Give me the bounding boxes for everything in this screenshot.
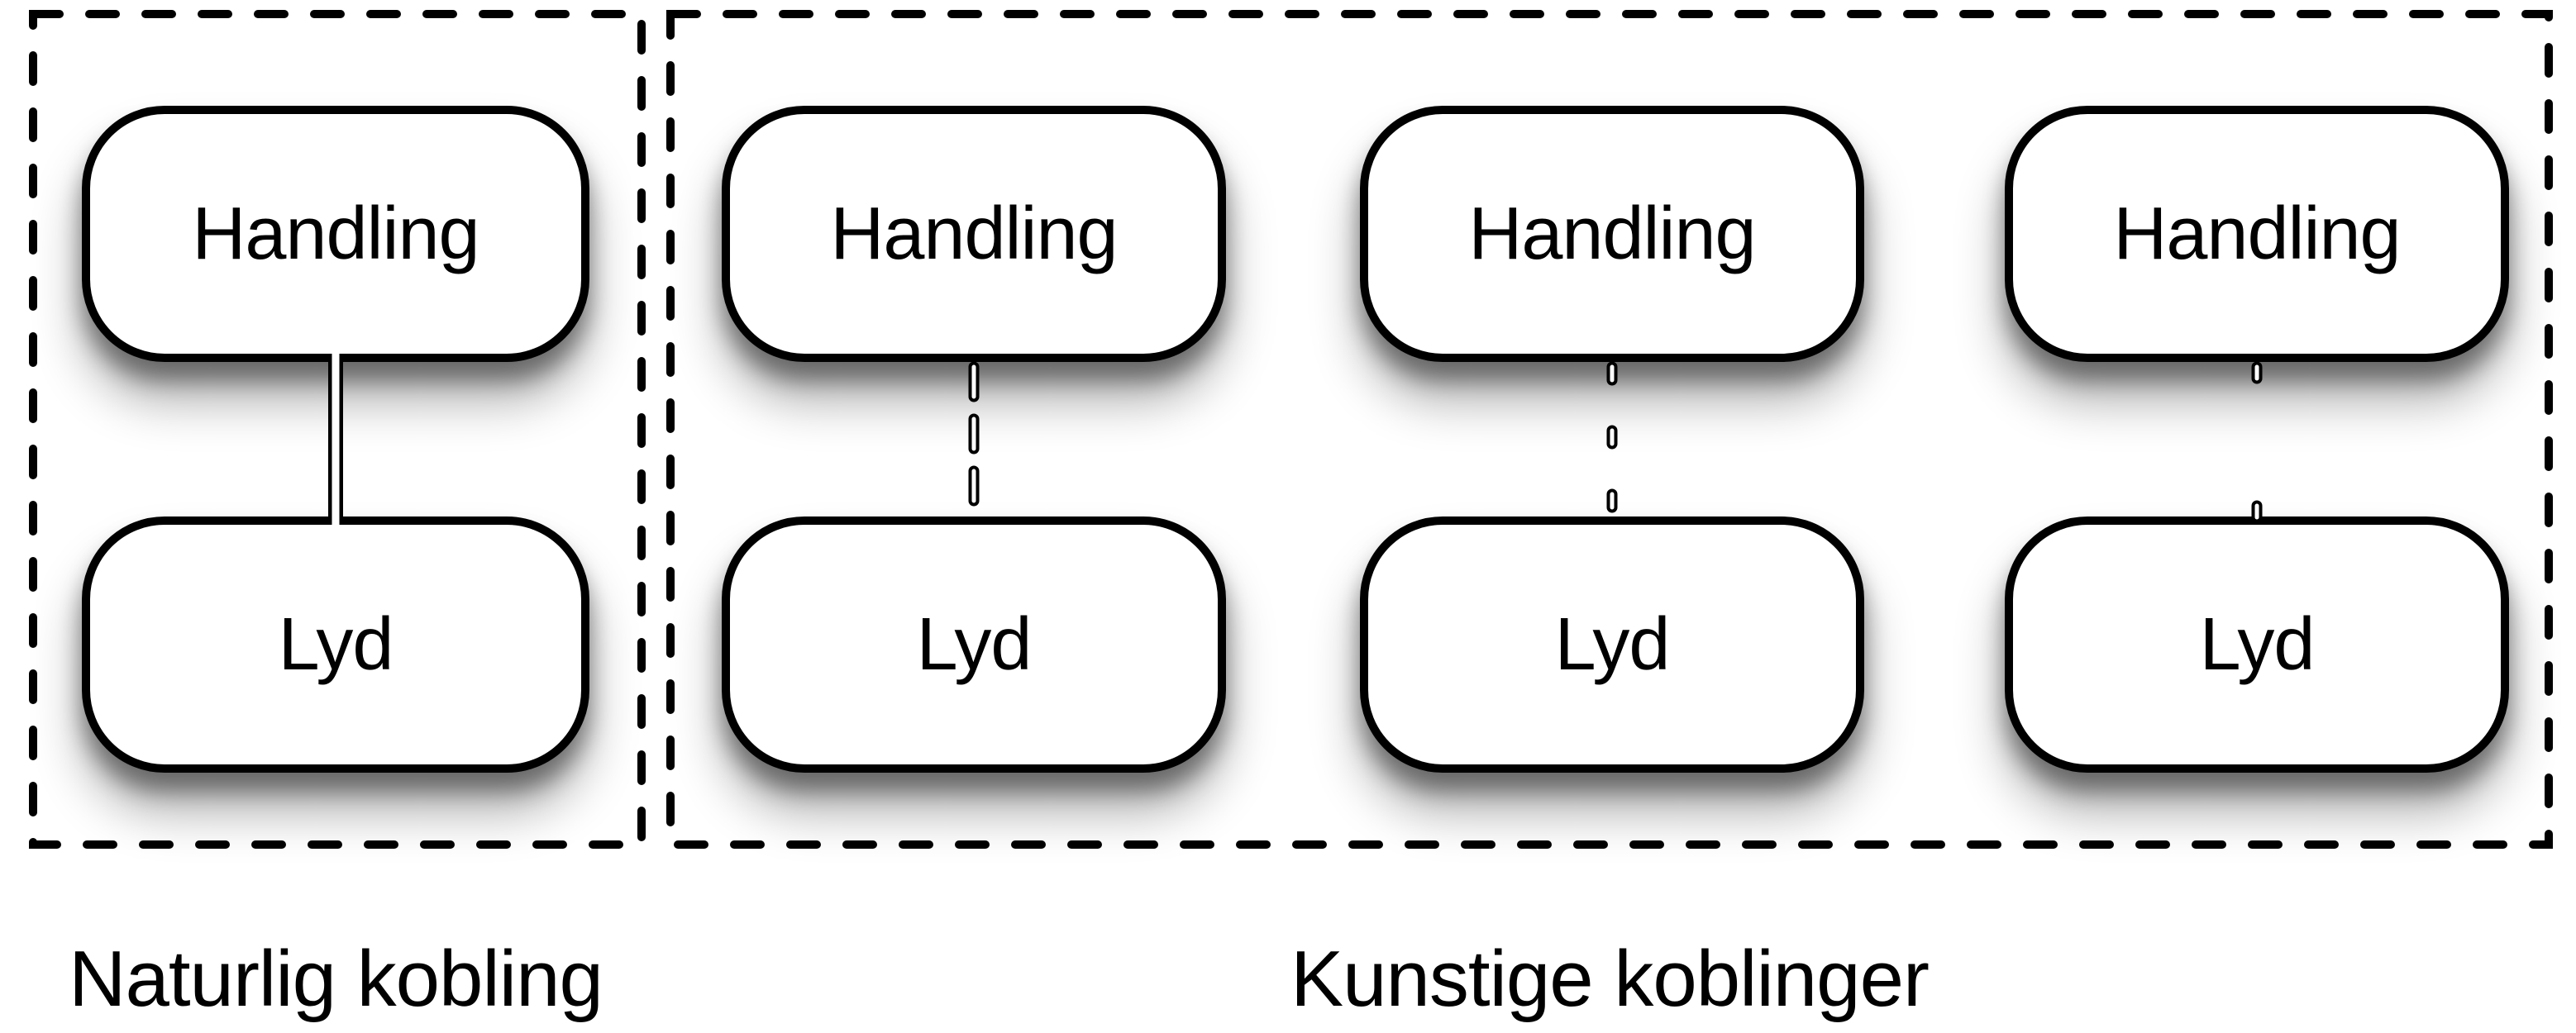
node-label: Lyd (278, 603, 394, 686)
section-label-natural: Naturlig kobling (69, 934, 603, 1023)
node-handling-natural: Handling (82, 106, 589, 362)
node-label: Lyd (1554, 603, 1671, 686)
node-handling-artificial-1: Handling (722, 106, 1226, 362)
node-handling-artificial-3: Handling (2005, 106, 2509, 362)
node-handling-artificial-2: Handling (1360, 106, 1864, 362)
node-lyd-artificial-3: Lyd (2005, 516, 2509, 773)
node-lyd-artificial-2: Lyd (1360, 516, 1864, 773)
node-label: Lyd (2199, 603, 2316, 686)
node-label: Handling (830, 193, 1118, 275)
section-label-artificial: Kunstige koblinger (1290, 934, 1930, 1023)
node-label: Lyd (916, 603, 1033, 686)
node-label: Handling (2113, 193, 2401, 275)
node-label: Handling (192, 193, 479, 275)
node-label: Handling (1468, 193, 1756, 275)
node-lyd-natural: Lyd (82, 516, 589, 773)
node-lyd-artificial-1: Lyd (722, 516, 1226, 773)
